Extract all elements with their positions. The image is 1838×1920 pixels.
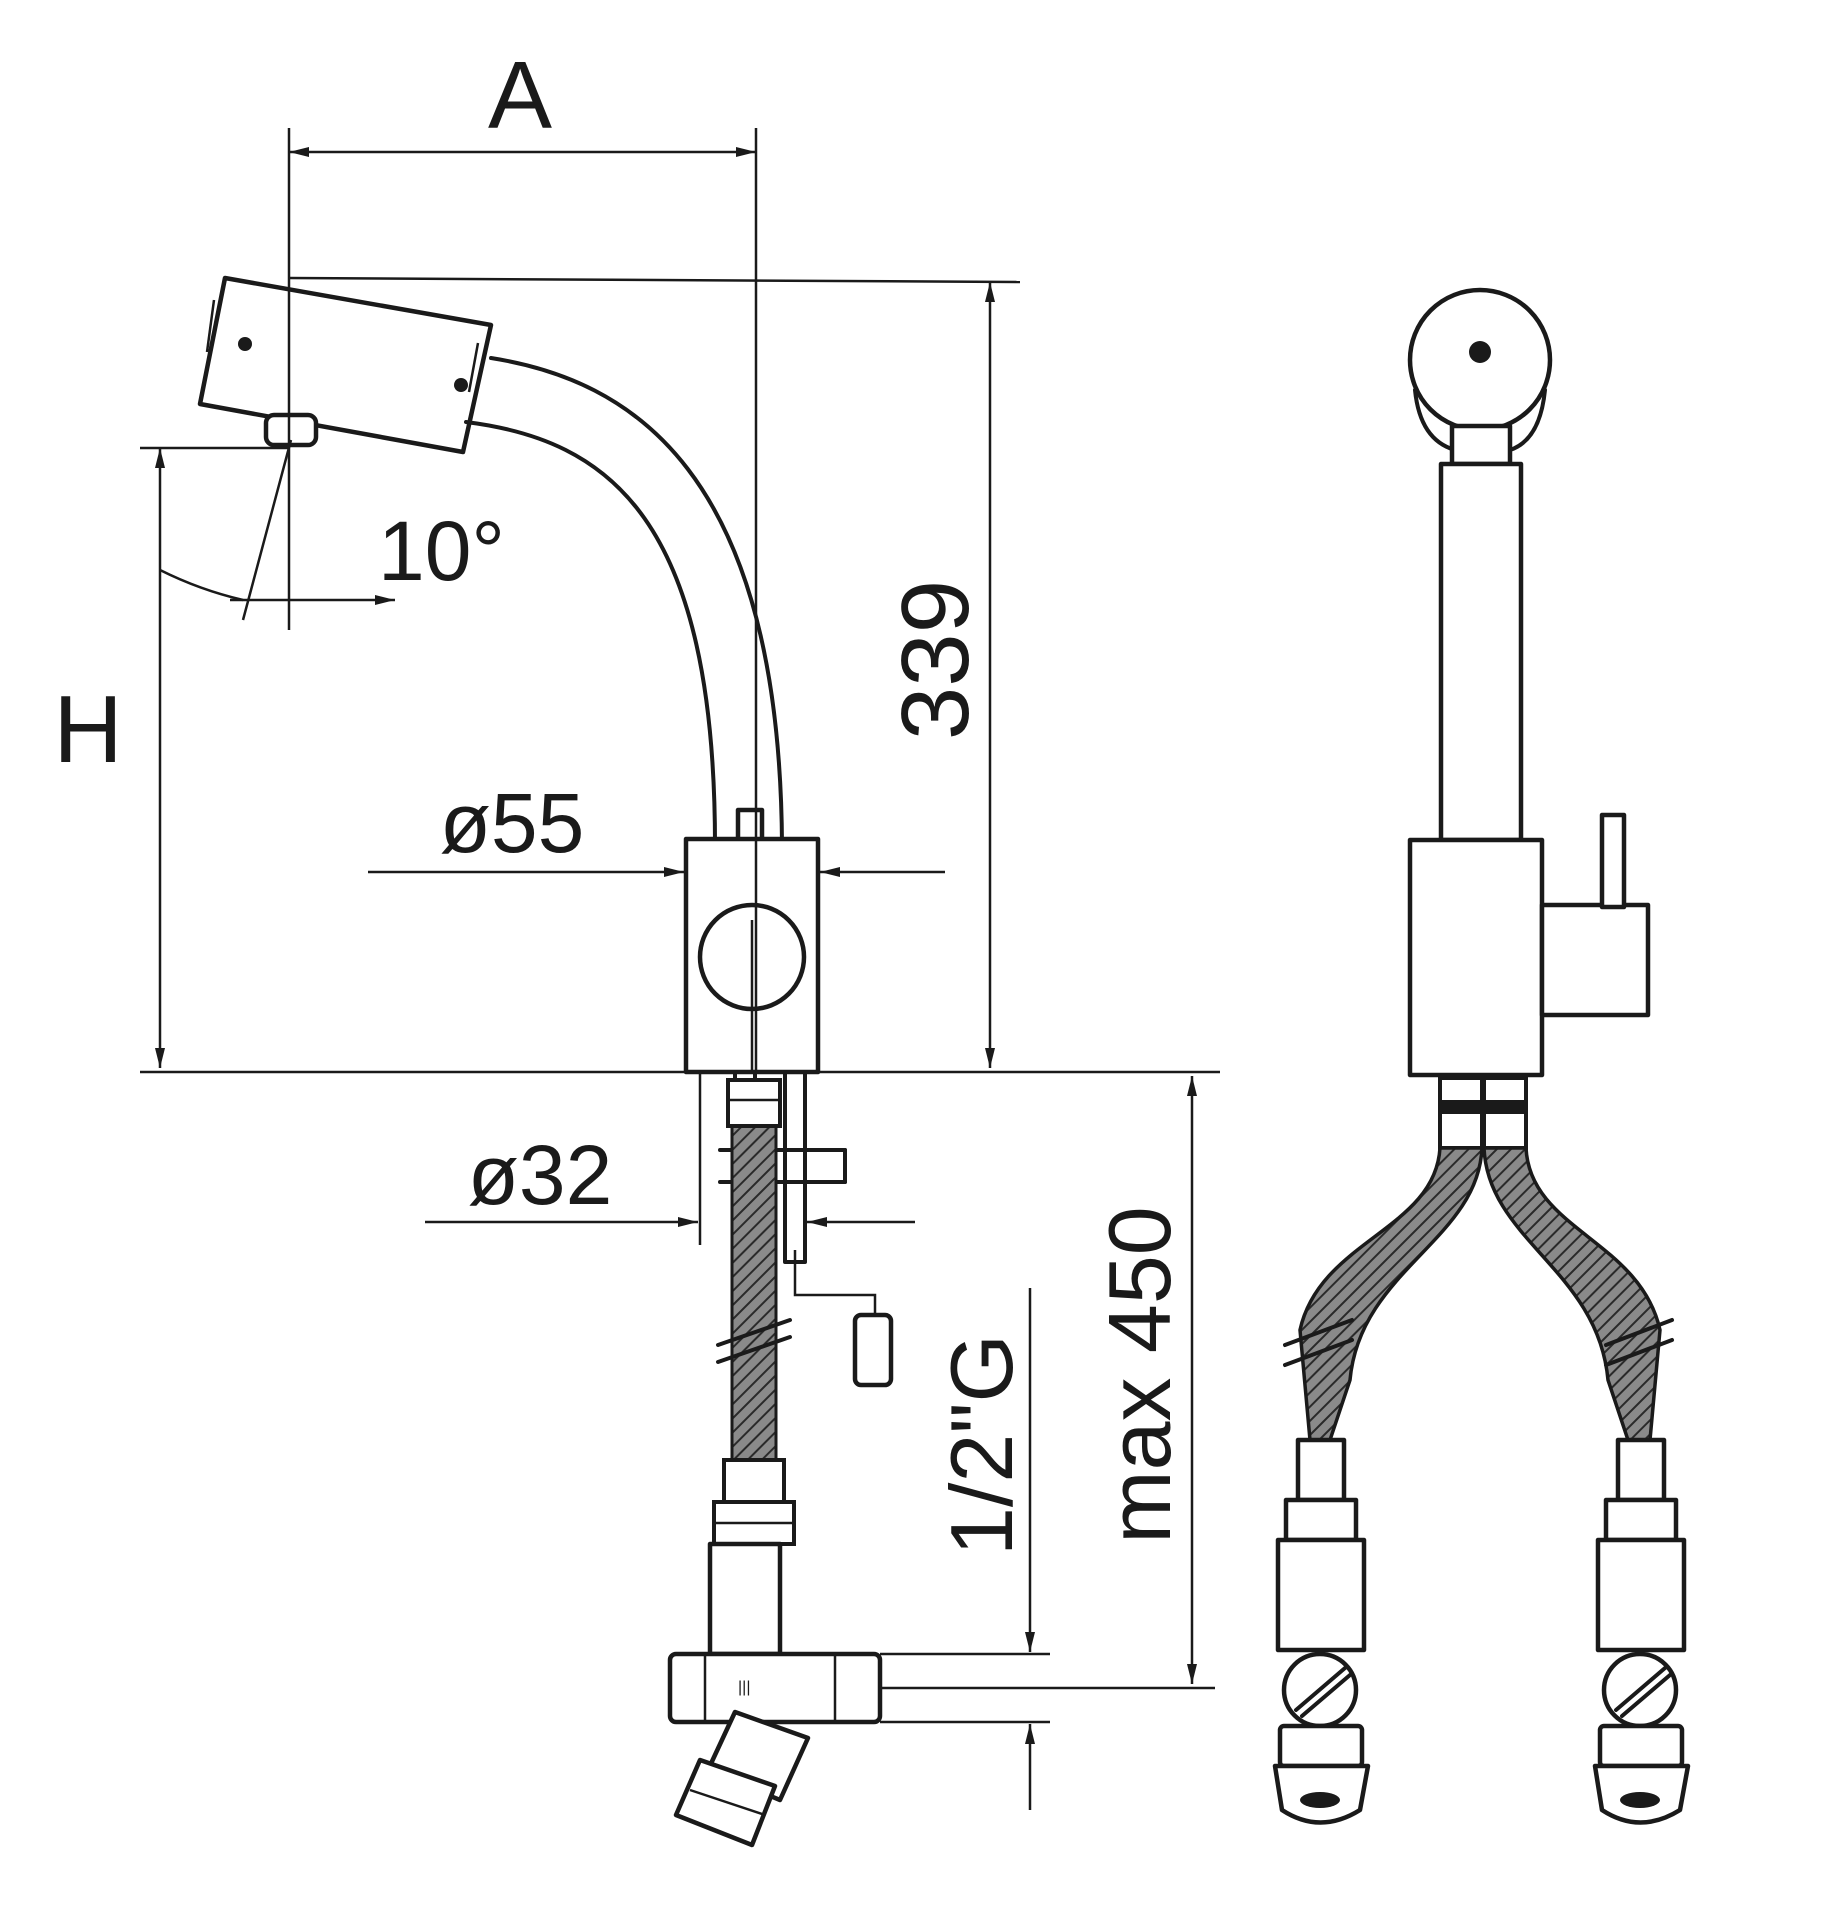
side-right-valve bbox=[1592, 1437, 1691, 1825]
dimension-lines bbox=[140, 128, 1220, 1810]
dimension-h-label: H bbox=[53, 676, 122, 783]
side-supply-hoses bbox=[1283, 1076, 1674, 1442]
side-lever bbox=[1539, 812, 1651, 1018]
front-view: ||| bbox=[53, 42, 1220, 1848]
faucet-body bbox=[683, 836, 821, 1075]
thread-label: 1/2"G bbox=[932, 1334, 1031, 1556]
angle-label: 10° bbox=[378, 504, 505, 598]
height-339-label: 339 bbox=[882, 580, 989, 740]
svg-text:|||: ||| bbox=[738, 1679, 750, 1696]
diameter-55-label: ø55 bbox=[440, 776, 585, 870]
side-spout-head bbox=[1407, 287, 1553, 467]
side-faucet-body bbox=[1407, 837, 1545, 1078]
diameter-32-label: ø32 bbox=[468, 1128, 613, 1222]
sensor-cable bbox=[793, 1250, 894, 1388]
max-length-label: max 450 bbox=[1090, 1206, 1189, 1544]
spout-pipe bbox=[464, 356, 784, 847]
angle-valve: ||| bbox=[667, 1651, 883, 1848]
dimension-a-label: A bbox=[488, 42, 552, 149]
dimension-labels: A H 10° 339 ø55 ø32 1/2"G max 450 bbox=[53, 42, 1189, 1556]
side-view bbox=[1272, 287, 1691, 1825]
side-spout-pipe bbox=[1438, 461, 1524, 843]
side-left-valve bbox=[1272, 1437, 1371, 1825]
front-supply-hose bbox=[707, 1078, 796, 1657]
spout-head bbox=[197, 275, 494, 455]
